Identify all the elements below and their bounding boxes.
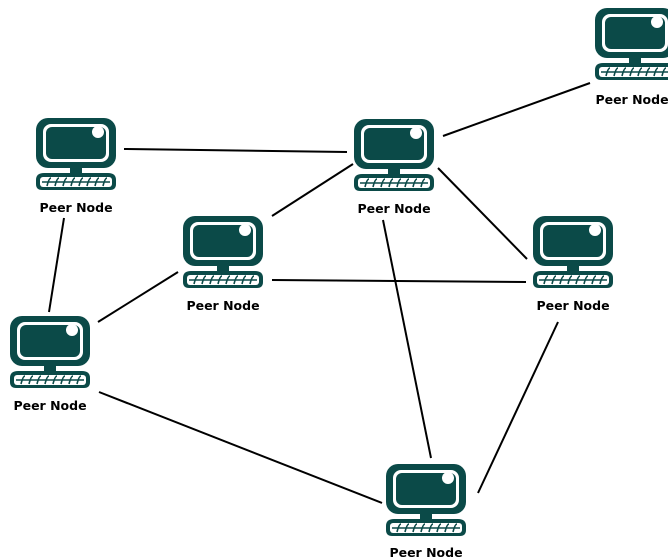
computer-icon [532, 215, 614, 289]
link-n2-n6 [48, 217, 65, 313]
peer-node-n4[interactable]: Peer Node [182, 215, 264, 313]
computer-icon [9, 315, 91, 389]
peer-node-label: Peer Node [186, 298, 259, 313]
peer-node-n3[interactable]: Peer Node [353, 118, 435, 216]
computer-icon [594, 7, 668, 81]
link-n3-n4 [271, 163, 354, 217]
computer-icon [35, 117, 117, 191]
link-n3-n1 [442, 82, 591, 137]
peer-node-label: Peer Node [595, 92, 668, 107]
peer-node-n1[interactable]: Peer Node [594, 7, 668, 107]
peer-node-n2[interactable]: Peer Node [35, 117, 117, 215]
link-n6-n7 [98, 391, 383, 504]
link-n2-n3 [123, 148, 348, 153]
peer-node-label: Peer Node [357, 201, 430, 216]
peer-node-n7[interactable]: Peer Node [385, 463, 467, 560]
link-n4-n5 [271, 279, 527, 283]
link-n3-n5 [437, 167, 528, 260]
peer-node-n5[interactable]: Peer Node [532, 215, 614, 313]
computer-icon [385, 463, 467, 537]
link-n4-n6 [97, 271, 179, 323]
peer-node-label: Peer Node [13, 398, 86, 413]
link-n5-n7 [477, 321, 559, 494]
peer-node-label: Peer Node [536, 298, 609, 313]
computer-icon [182, 215, 264, 289]
peer-node-label: Peer Node [39, 200, 112, 215]
computer-icon [353, 118, 435, 192]
connection-lines [48, 82, 591, 504]
peer-node-label: Peer Node [389, 545, 462, 560]
peer-node-n6[interactable]: Peer Node [9, 315, 91, 413]
link-n3-n7 [382, 219, 432, 459]
